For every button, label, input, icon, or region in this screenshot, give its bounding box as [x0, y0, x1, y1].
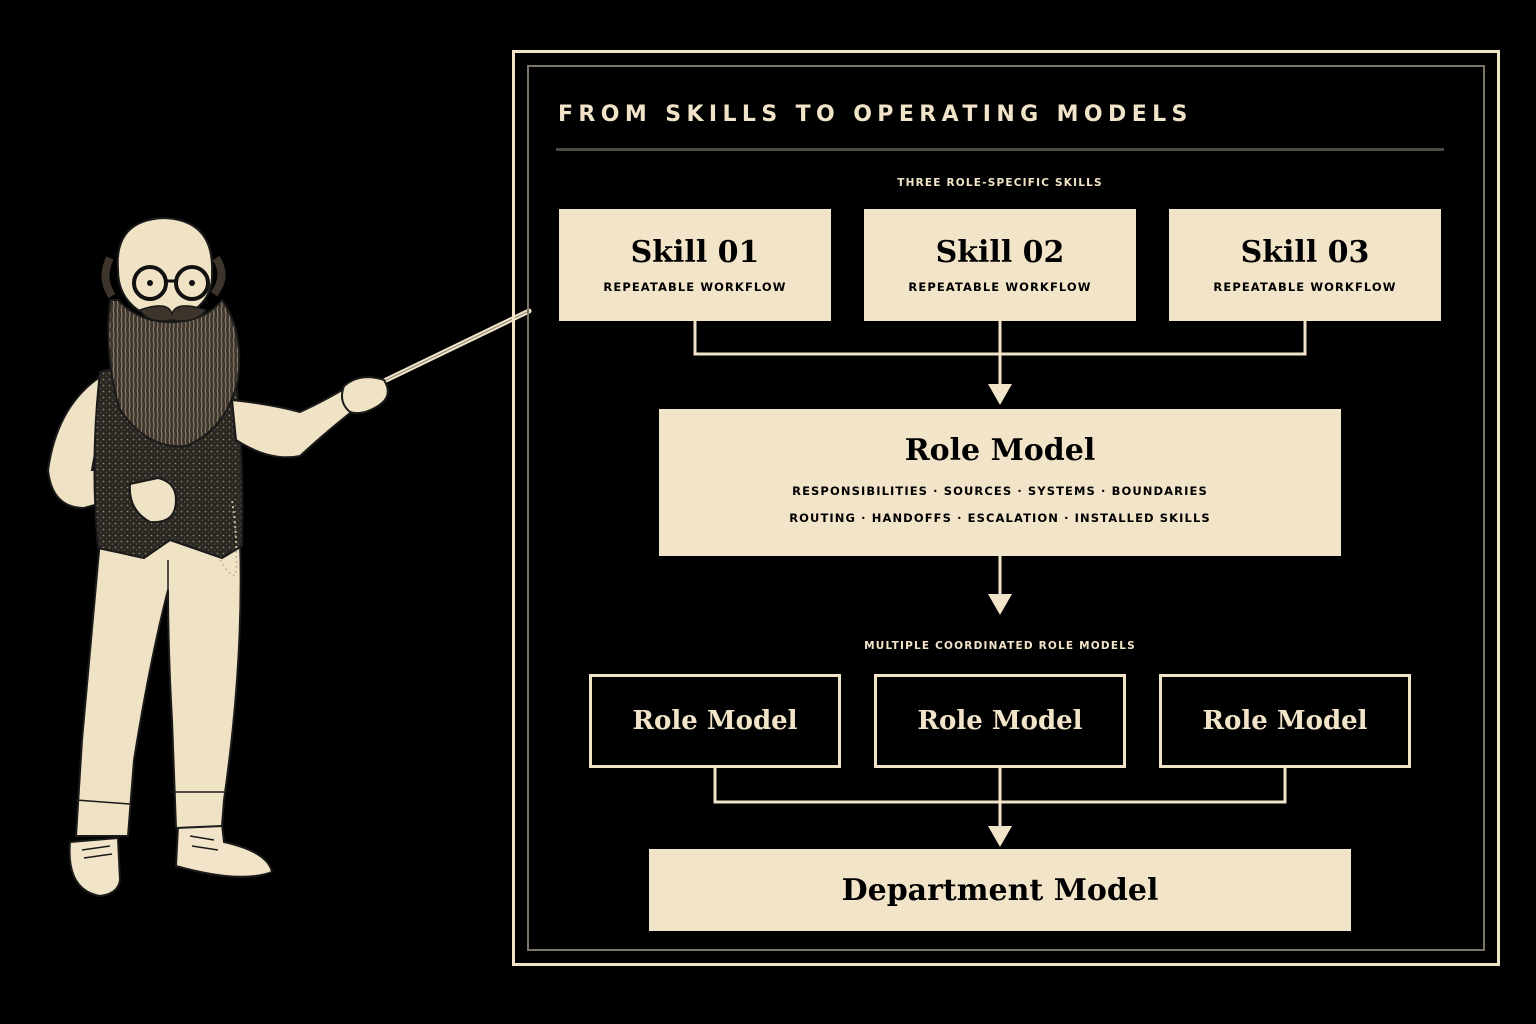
- beard: [107, 298, 241, 448]
- skill-subtitle: REPEATABLE WORKFLOW: [1213, 280, 1397, 294]
- diagram-inner-frame: [527, 65, 1485, 951]
- right-shoe-icon: [174, 822, 274, 878]
- skill-title: Skill 03: [1240, 235, 1370, 270]
- department-model-box: Department Model: [649, 849, 1351, 931]
- glasses-icon: [132, 265, 168, 301]
- left-shoe-icon: [68, 836, 122, 898]
- coordinated-section-label: MULTIPLE COORDINATED ROLE MODELS: [864, 640, 1136, 652]
- skill-subtitle: REPEATABLE WORKFLOW: [603, 280, 787, 294]
- coordinated-role-box-3: Role Model: [1159, 674, 1411, 768]
- skill-box-01: Skill 01 REPEATABLE WORKFLOW: [559, 209, 831, 321]
- diagram-frame: [512, 50, 1500, 966]
- skill-title: Skill 01: [630, 235, 760, 270]
- role-model-title: Role Model: [904, 432, 1096, 468]
- skill-subtitle: REPEATABLE WORKFLOW: [908, 280, 1092, 294]
- department-model-title: Department Model: [841, 872, 1159, 908]
- right-hand-icon: [341, 376, 389, 415]
- role-model-attributes-line-2: ROUTING · HANDOFFS · ESCALATION · INSTAL…: [789, 510, 1211, 525]
- skills-section-label: THREE ROLE-SPECIFIC SKILLS: [897, 177, 1103, 189]
- skill-box-03: Skill 03 REPEATABLE WORKFLOW: [1169, 209, 1441, 321]
- presenter-illustration: [46, 216, 532, 898]
- title-divider: [556, 148, 1444, 151]
- role-model-attributes-line-1: RESPONSIBILITIES · SOURCES · SYSTEMS · B…: [792, 483, 1208, 498]
- diagram-title: FROM SKILLS TO OPERATING MODELS: [558, 102, 1193, 127]
- role-model-box: Role Model RESPONSIBILITIES · SOURCES · …: [659, 409, 1341, 556]
- trousers: [74, 539, 242, 837]
- skill-box-02: Skill 02 REPEATABLE WORKFLOW: [864, 209, 1136, 321]
- left-hand-icon: [128, 476, 178, 524]
- coordinated-role-box-2: Role Model: [874, 674, 1126, 768]
- coordinated-role-box-1: Role Model: [589, 674, 841, 768]
- skill-title: Skill 02: [935, 235, 1065, 270]
